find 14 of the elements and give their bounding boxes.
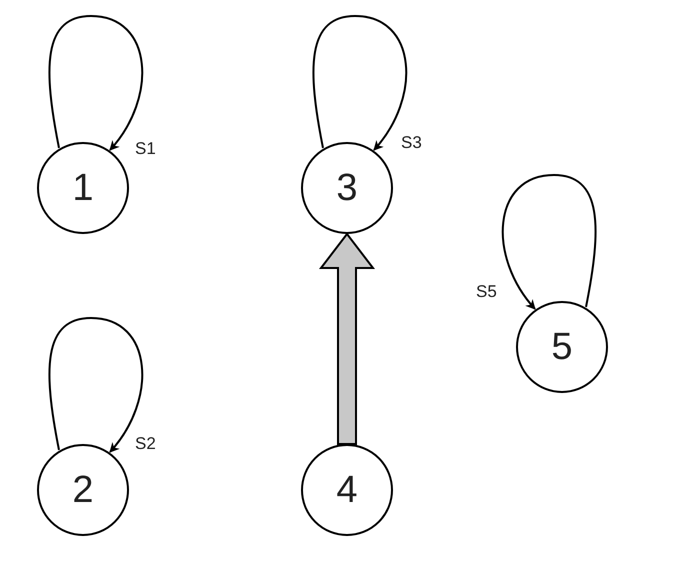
self-loop-arrow xyxy=(48,15,144,151)
state-number: 4 xyxy=(336,471,358,509)
state-number: 1 xyxy=(72,169,94,207)
state-number: 5 xyxy=(551,328,573,366)
self-loop-arrow xyxy=(502,174,596,310)
state-label: S1 xyxy=(135,140,156,157)
self-loop-arrow xyxy=(48,317,144,453)
block-arrow xyxy=(318,232,376,445)
state-number: 3 xyxy=(336,169,358,207)
state-label: S2 xyxy=(135,435,156,452)
state-label: S3 xyxy=(401,134,422,151)
self-loop-arrow xyxy=(312,15,408,151)
state-label: S5 xyxy=(476,283,497,300)
state-number: 2 xyxy=(72,471,94,509)
